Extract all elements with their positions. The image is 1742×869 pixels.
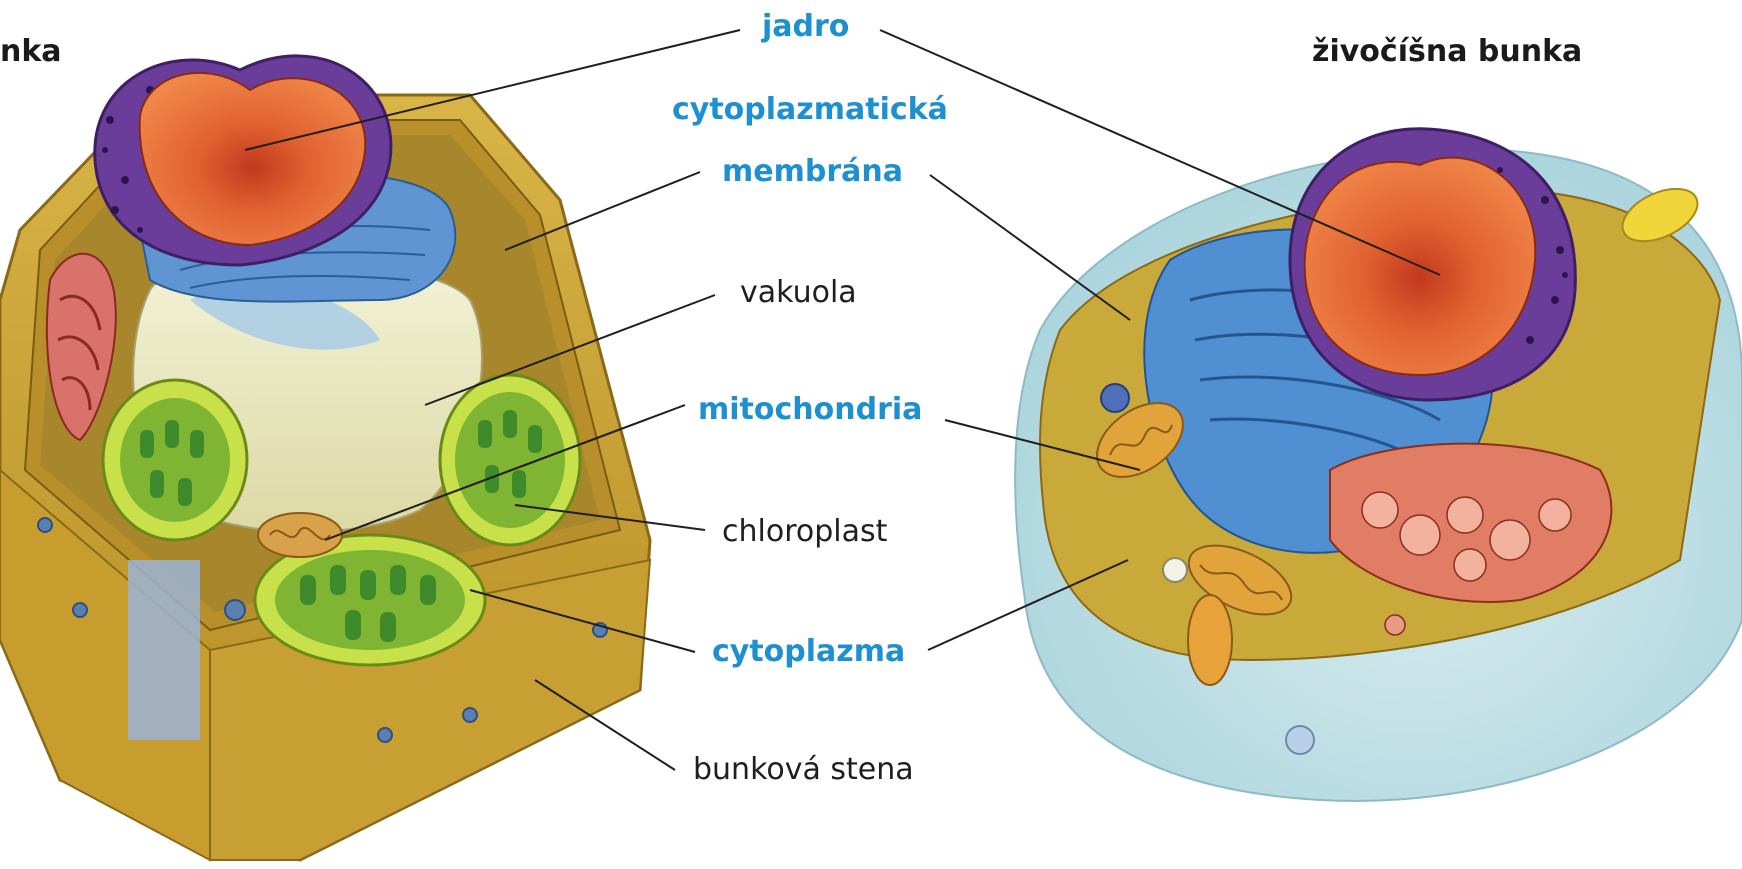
plant-chloroplast-right bbox=[440, 375, 580, 545]
label-cytoplasm: cytoplazma bbox=[712, 637, 905, 667]
title-plant-cell-partial: nka bbox=[0, 34, 62, 69]
plant-chloroplast-left bbox=[103, 380, 247, 540]
animal-mitochondrion-3 bbox=[1188, 595, 1232, 685]
label-chloroplast: chloroplast bbox=[722, 517, 887, 547]
leader-membrana-animal bbox=[930, 175, 1130, 320]
plant-cell bbox=[0, 56, 650, 860]
label-cell-wall: bunková stena bbox=[693, 755, 914, 785]
label-nucleus: jadro bbox=[762, 12, 849, 42]
plant-membrane-cutout bbox=[128, 560, 200, 740]
label-mitochondria: mitochondria bbox=[698, 395, 922, 425]
label-membrane-line2: membrána bbox=[722, 157, 903, 187]
title-animal-cell: živočíšna bunka bbox=[1312, 34, 1582, 69]
animal-cell bbox=[1015, 129, 1742, 801]
label-membrane-line1: cytoplazmatická bbox=[672, 95, 948, 125]
plant-mitochondrion bbox=[258, 513, 342, 557]
label-vacuole: vakuola bbox=[740, 278, 857, 308]
plant-vesicle bbox=[225, 600, 245, 620]
